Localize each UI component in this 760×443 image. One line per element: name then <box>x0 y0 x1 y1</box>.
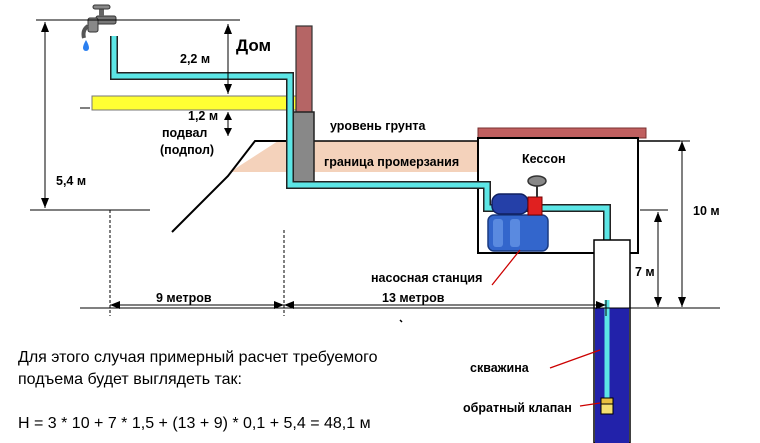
water-pipe <box>111 36 610 405</box>
pump-station-icon <box>487 175 549 252</box>
ground-level-label: уровень грунта <box>330 119 427 133</box>
right-distance-label: 13 метров <box>382 291 445 305</box>
caption-line2: подъема будет выглядеть так: <box>18 371 242 388</box>
check-valve-label: обратный клапан <box>463 401 572 415</box>
total-height-label: 5,4 м <box>56 174 86 188</box>
freeze-boundary-label: граница промерзания <box>324 155 459 169</box>
left-distance-label: 9 метров <box>156 291 212 305</box>
check-valve-icon <box>600 397 614 415</box>
caisson-lid <box>477 127 647 139</box>
basement-label-line1: подвал <box>162 126 207 140</box>
well-label: скважина <box>470 361 530 375</box>
faucet-height-label: 2,2 м <box>180 52 210 66</box>
basement-label-line2: (подпол) <box>160 143 214 157</box>
ground-slope-line <box>171 140 294 233</box>
leader-check-valve <box>579 402 601 407</box>
house-wall <box>295 25 313 115</box>
pump-station-label: насосная станция <box>371 271 482 285</box>
house-foundation <box>291 111 315 183</box>
caisson-depth-label: 10 м <box>693 204 720 218</box>
leader-well <box>549 349 601 369</box>
caisson-label: Кессон <box>522 152 566 166</box>
leader-pump-station <box>491 249 521 286</box>
well-depth-label: 7 м <box>635 265 655 279</box>
house-label: Дом <box>236 36 271 55</box>
basement-depth-label: 1,2 м <box>188 109 218 123</box>
floor-slab <box>91 95 298 111</box>
caption-line1: Для этого случая примерный расчет требуе… <box>18 349 378 366</box>
caption-formula: H = 3 * 10 + 7 * 1,5 + (13 + 9) * 0,1 + … <box>18 415 371 432</box>
well-water <box>595 308 629 443</box>
